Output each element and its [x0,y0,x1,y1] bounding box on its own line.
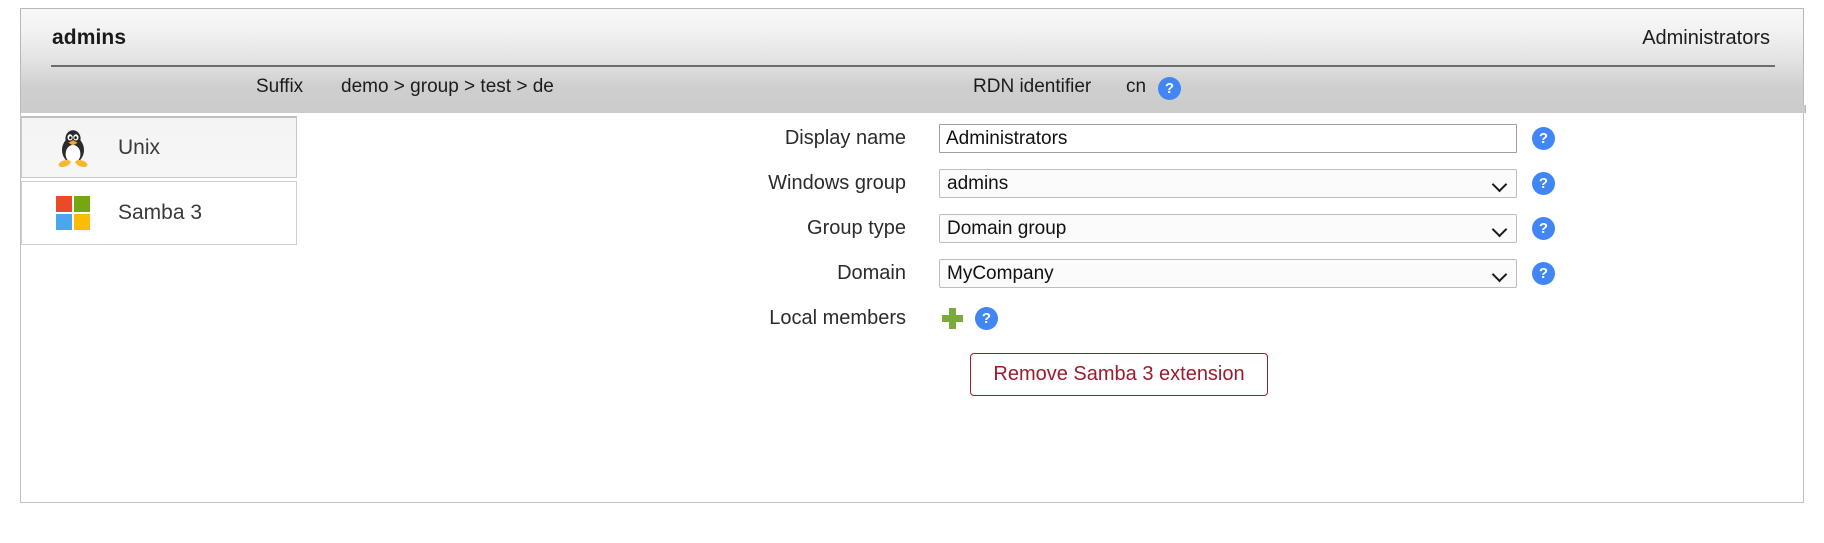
page-header: admins Administrators Suffix demo > grou… [20,8,1804,105]
domain-control: MyCompany [939,259,1517,288]
header-top-bar: admins Administrators [21,9,1803,67]
page-title: admins [52,26,127,49]
group-type-value: Domain group [947,217,1067,239]
header-meta-bar: Suffix demo > group > test > de RDN iden… [21,69,1803,105]
windows-group-select[interactable]: admins [939,169,1517,198]
header-divider [51,65,1775,67]
form-row-display-name: Display name ? [721,116,1791,161]
form-row-group-type: Group type Domain group ? [721,206,1791,251]
display-name-label: Display name [784,127,906,149]
group-type-control: Domain group [939,214,1517,243]
display-name-control [939,124,1517,153]
windows-group-control: admins [939,169,1517,198]
content-top-band [20,105,1806,113]
action-bar: Remove Samba 3 extension [721,353,1299,396]
display-name-input[interactable] [939,124,1517,153]
content-panel: Unix Samba 3 Display name ? [20,105,1806,503]
linux-penguin-icon [52,127,94,169]
suffix-value: demo > group > test > de [341,76,554,97]
local-members-control: ? [939,304,1517,333]
form-row-windows-group: Windows group admins ? [721,161,1791,206]
header-subject: Administrators [1642,27,1770,49]
form-row-domain: Domain MyCompany ? [721,251,1791,296]
sidebar-item-label: Samba 3 [118,201,203,224]
remove-samba-extension-button[interactable]: Remove Samba 3 extension [970,353,1268,396]
samba-settings-form: Display name ? Windows group admins [721,116,1791,341]
help-icon[interactable]: ? [975,307,998,330]
help-icon[interactable]: ? [1532,262,1555,285]
windows-group-value: admins [947,172,1009,194]
rdn-identifier-value: cn [1126,76,1147,97]
sidebar-item-label: Unix [118,135,161,159]
help-icon[interactable]: ? [1532,217,1555,240]
help-icon[interactable]: ? [1158,77,1181,100]
form-row-local-members: Local members ? [721,296,1791,341]
help-icon[interactable]: ? [1532,172,1555,195]
group-type-select[interactable]: Domain group [939,214,1517,243]
domain-label: Domain [837,262,906,284]
local-members-label: Local members [769,307,906,329]
samba-squares-icon [52,192,94,234]
extension-tab-list: Unix Samba 3 [21,116,297,248]
group-type-label: Group type [807,217,906,239]
rdn-identifier-label: RDN identifier [973,76,1092,97]
chevron-down-icon [1493,179,1508,188]
domain-select[interactable]: MyCompany [939,259,1517,288]
windows-group-label: Windows group [768,172,906,194]
chevron-down-icon [1493,224,1508,233]
sidebar-item-samba-3[interactable]: Samba 3 [21,181,297,245]
sidebar-item-unix[interactable]: Unix [21,116,297,178]
add-member-plus-icon[interactable] [942,308,963,329]
domain-value: MyCompany [947,262,1054,284]
help-icon[interactable]: ? [1532,127,1555,150]
suffix-label: Suffix [256,76,304,97]
chevron-down-icon [1493,269,1508,278]
